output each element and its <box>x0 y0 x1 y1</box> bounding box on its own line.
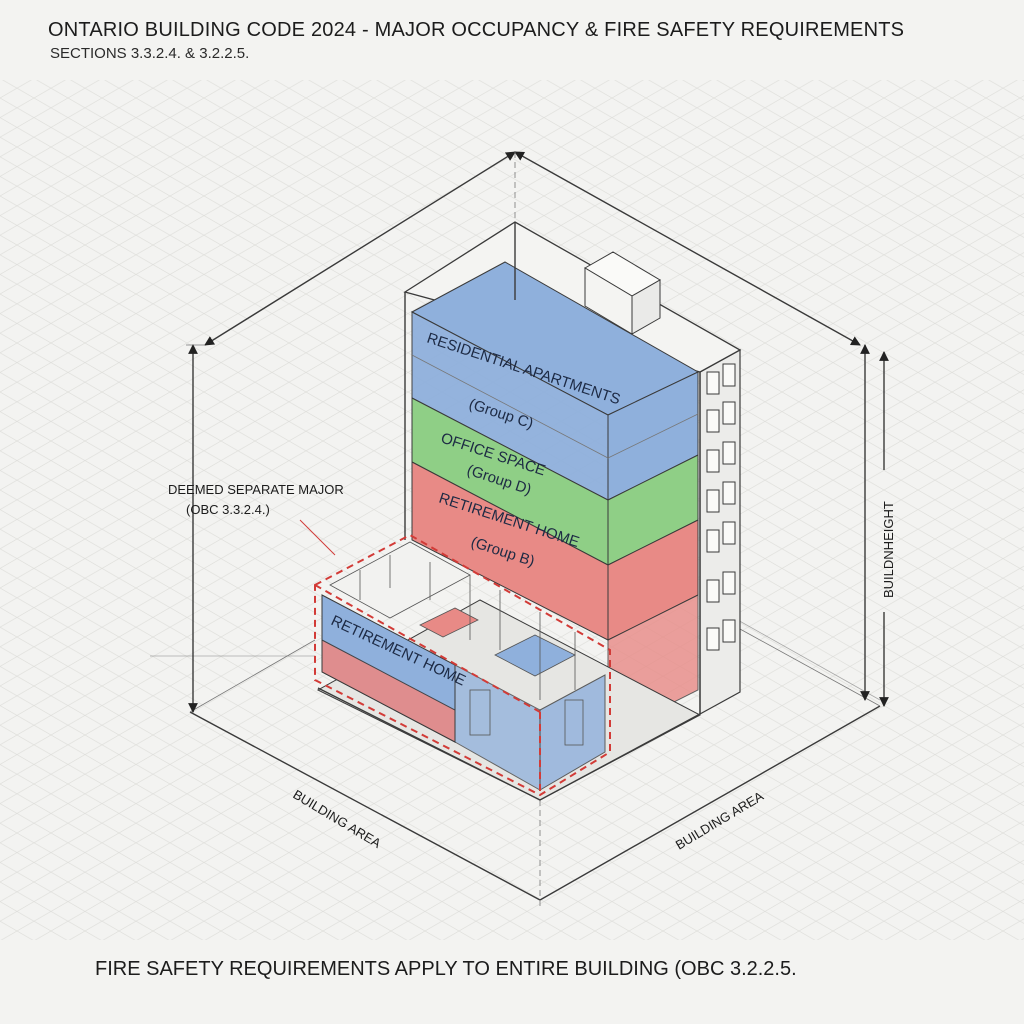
podium: RETIREMENT HOME <box>314 533 702 801</box>
dimension-frame <box>150 151 881 910</box>
fire-separation-boundary <box>314 533 611 797</box>
page-subtitle: SECTIONS 3.3.2.4. & 3.2.2.5. <box>50 45 250 62</box>
building-height-label: BUILDNHEIGHT <box>881 501 896 598</box>
deemed-separate-line1: DEEMED SEPARATE MAJOR <box>168 482 344 497</box>
tower-windows <box>706 363 736 651</box>
deemed-separate-line2: (OBC 3.3.2.4.) <box>186 502 270 517</box>
left-height-dimension <box>186 344 205 713</box>
building-height-dimension: BUILDNHEIGHT <box>860 344 896 707</box>
annotation-leader <box>299 519 336 556</box>
footer-note: FIRE SAFETY REQUIREMENTS APPLY TO ENTIRE… <box>95 958 797 980</box>
page-title: ONTARIO BUILDING CODE 2024 - MAJOR OCCUP… <box>48 19 905 41</box>
podium-interior <box>329 541 584 746</box>
deemed-separate-annotation: DEEMED SEPARATE MAJOR (OBC 3.3.2.4.) <box>168 482 344 556</box>
